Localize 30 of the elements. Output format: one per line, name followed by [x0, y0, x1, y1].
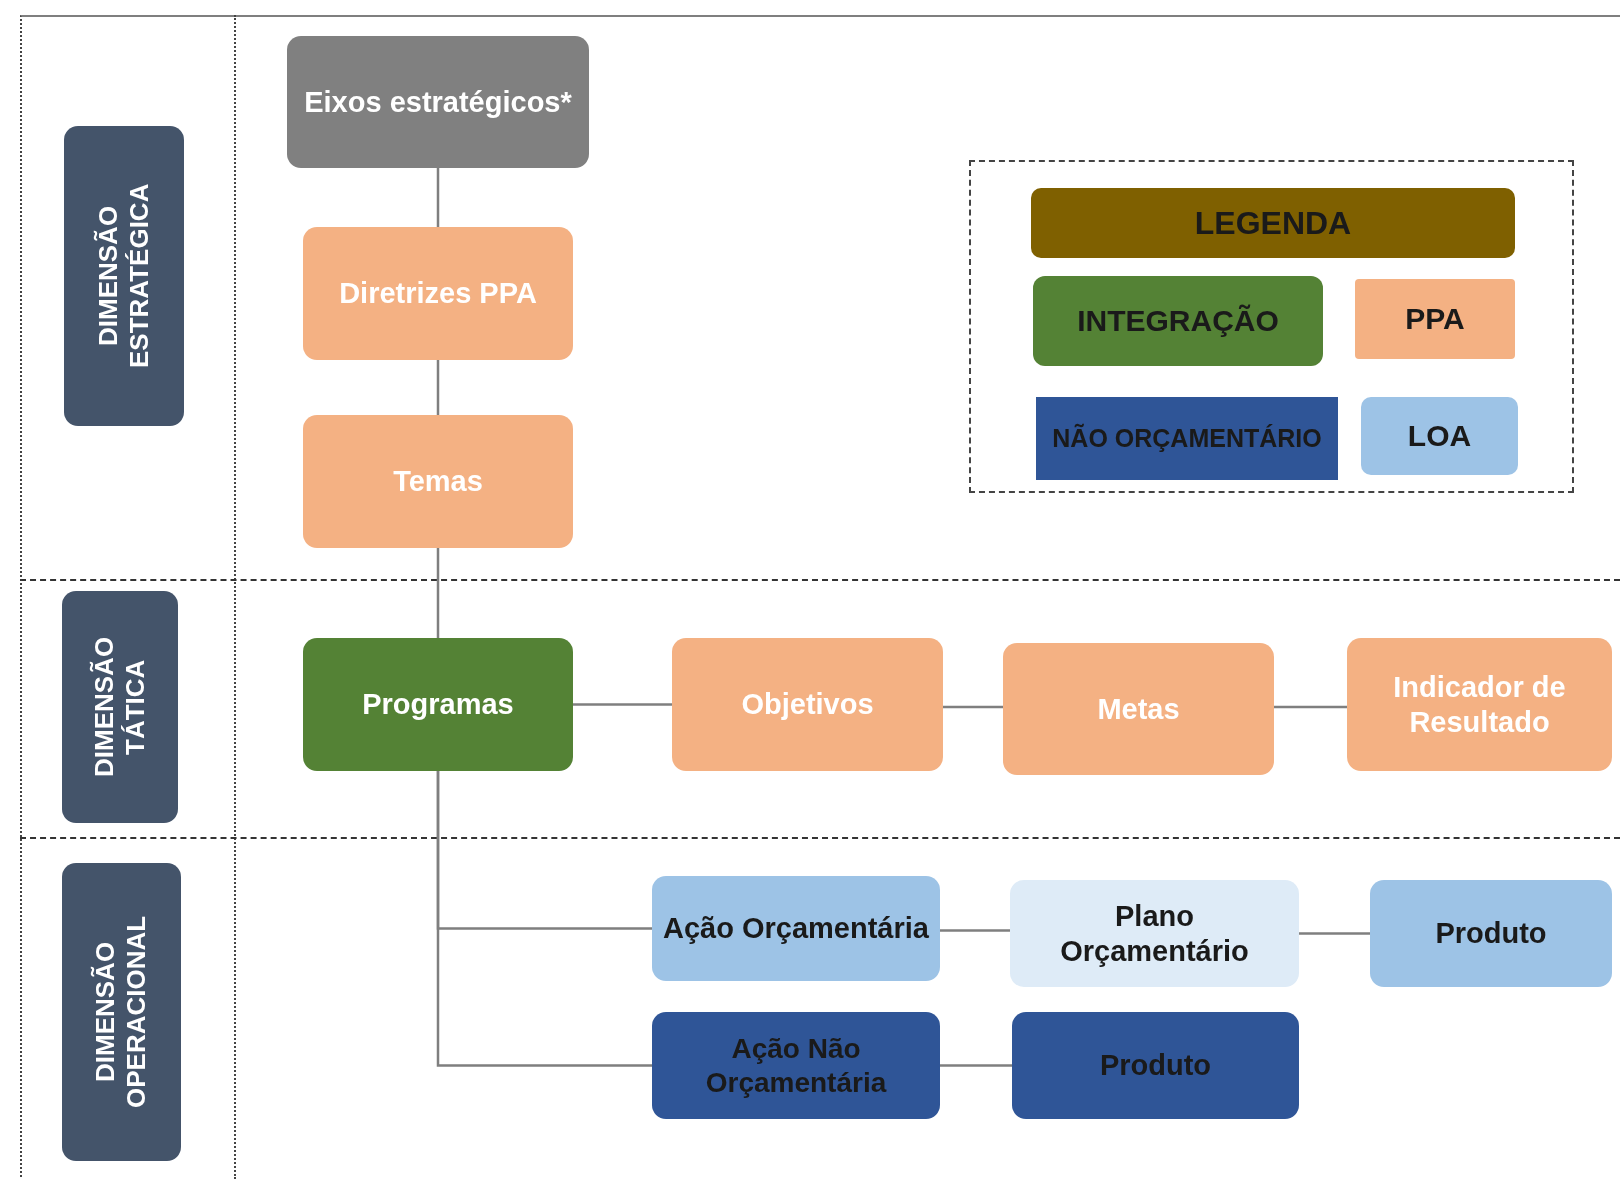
- connector-line: [943, 705, 1003, 709]
- connector-line: [940, 1064, 1012, 1067]
- dimension-label-box: DIMENSÃO ESTRATÉGICA: [64, 126, 184, 426]
- connector-line: [1299, 932, 1370, 935]
- dimension-label-box: DIMENSÃO TÁTICA: [62, 591, 178, 823]
- process-box: Objetivos: [672, 638, 943, 771]
- legend-swatch: LOA: [1361, 397, 1518, 475]
- process-box: Diretrizes PPA: [303, 227, 573, 360]
- process-box: Programas: [303, 638, 573, 771]
- process-box: Eixos estratégicos*: [287, 36, 589, 168]
- legend-swatch: PPA: [1355, 279, 1515, 359]
- connector-line: [940, 929, 1010, 932]
- connector-line: [436, 360, 440, 415]
- connector-line: [1274, 705, 1347, 709]
- process-box: Produto: [1370, 880, 1612, 987]
- process-box: Temas: [303, 415, 573, 548]
- process-box: Metas: [1003, 643, 1274, 775]
- process-box: Indicador de Resultado: [1347, 638, 1612, 771]
- process-box: Plano Orçamentário: [1010, 880, 1299, 987]
- legend-swatch: NÃO ORÇAMENTÁRIO: [1036, 397, 1338, 480]
- connector-line: [436, 548, 440, 638]
- dimension-label-box: DIMENSÃO OPERACIONAL: [62, 863, 181, 1161]
- legend-title: LEGENDA: [1031, 188, 1515, 258]
- process-box: Produto: [1012, 1012, 1299, 1119]
- legend-swatch: INTEGRAÇÃO: [1033, 276, 1323, 366]
- process-box: Ação Orçamentária: [652, 876, 940, 981]
- connector-line: [436, 771, 652, 1067]
- connector-line: [573, 703, 672, 706]
- process-box: Ação Não Orçamentária: [652, 1012, 940, 1119]
- connector-line: [436, 168, 440, 227]
